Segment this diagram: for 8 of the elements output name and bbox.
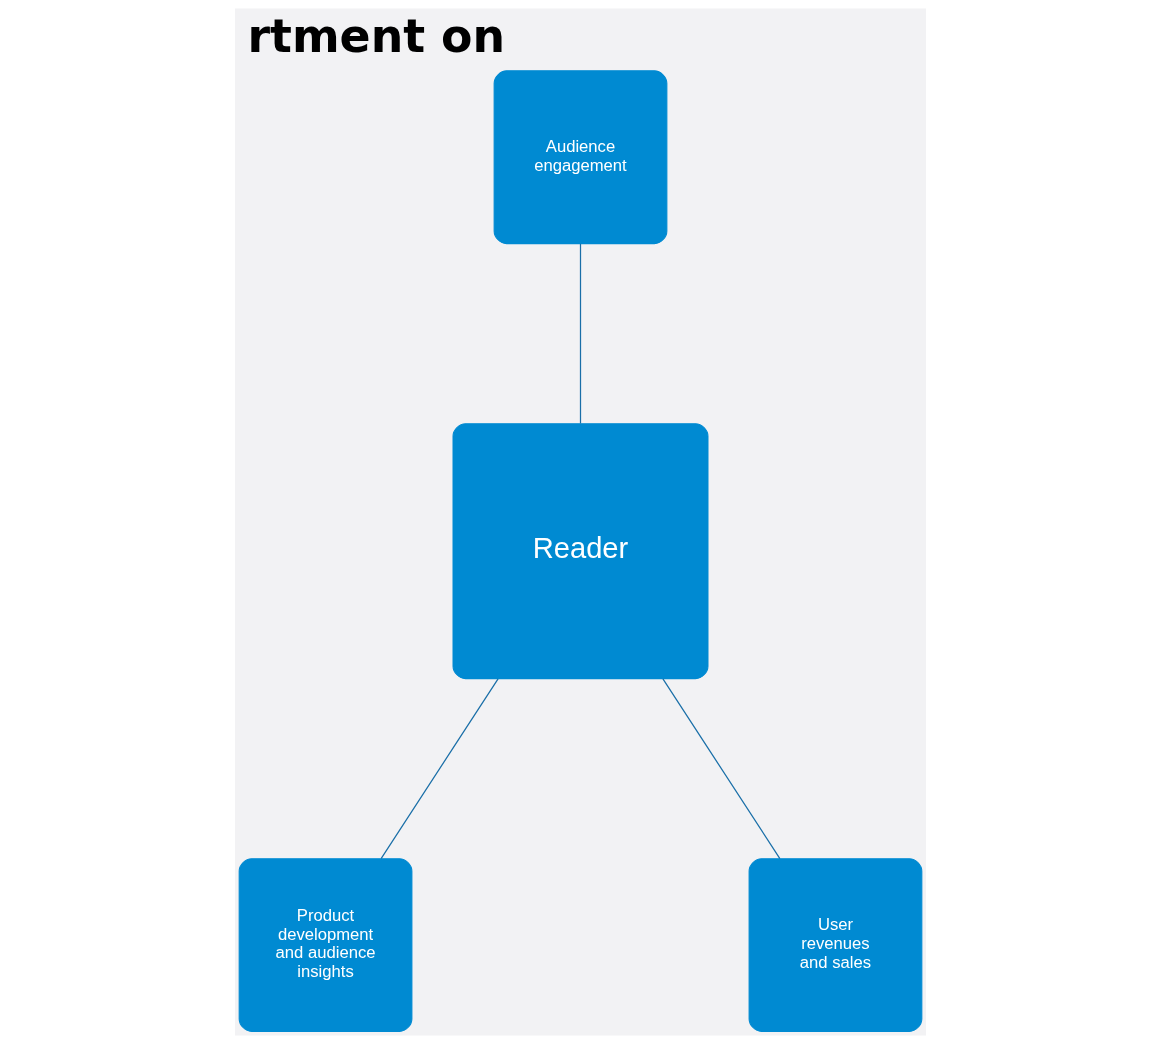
connector xyxy=(579,243,581,425)
diagram-title: rtment on xyxy=(246,10,505,64)
node-box: Product development and audience insights xyxy=(238,858,412,1032)
node-box: User revenues and sales xyxy=(748,858,922,1032)
connector xyxy=(380,678,499,860)
node-box: Reader xyxy=(452,423,708,680)
connector xyxy=(661,678,780,860)
node-box: Audience engagement xyxy=(493,70,667,245)
